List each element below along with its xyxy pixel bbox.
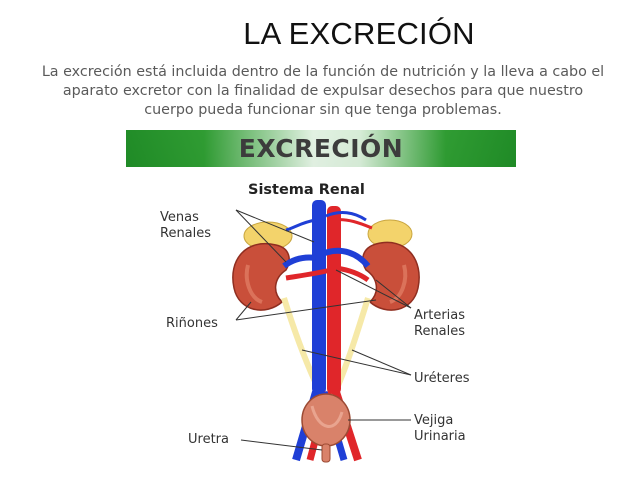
bladder-shading	[310, 405, 344, 428]
aorta	[327, 206, 341, 394]
label-ureteres: Uréteres	[414, 371, 470, 386]
diagram-subtitle: Sistema Renal	[248, 182, 365, 198]
pointer-ureteres-1	[351, 349, 412, 376]
renal-system-illustration	[232, 200, 420, 463]
label-venas-renales-line2: Renales	[160, 226, 212, 241]
excretion-figure: EXCRECIÓN Sistema Renal	[126, 130, 516, 470]
urethra	[321, 443, 331, 463]
pointer-venas-2	[235, 209, 287, 263]
left-renal-vein	[282, 254, 317, 269]
slide-body-text: La excreción está incluida dentro de la …	[41, 64, 605, 118]
figure-banner: EXCRECIÓN	[126, 130, 516, 167]
pointer-ureteres-2	[301, 349, 412, 376]
slide-title: LA EXCRECIÓN	[243, 16, 475, 51]
pointer-rinones-2	[235, 299, 377, 321]
right-kidney-highlight	[389, 264, 408, 304]
label-arterias-renales-line1: Arterias	[414, 308, 466, 323]
label-venas-renales: Venas Renales	[160, 210, 211, 242]
label-arterias-renales: Arterias Renales	[414, 308, 465, 340]
left-renal-artery	[285, 267, 332, 281]
upper-vessel-right	[333, 218, 373, 230]
label-venas-renales-line1: Venas	[160, 210, 199, 225]
upper-vein-right	[325, 211, 367, 222]
label-pointers	[235, 209, 412, 451]
label-vejiga-urinaria: Vejiga Urinaria	[414, 413, 466, 445]
pointer-arterias-2	[375, 279, 412, 309]
label-vejiga-urinaria-line2: Urinaria	[414, 429, 466, 444]
pointer-uretra	[240, 439, 323, 451]
label-uretra: Uretra	[188, 432, 229, 447]
banner-gradient	[126, 130, 516, 167]
pointer-venas-1	[235, 209, 315, 243]
right-renal-vein	[320, 247, 371, 269]
right-renal-artery	[335, 265, 370, 283]
label-vejiga-urinaria-line1: Vejiga	[414, 413, 454, 428]
left-kidney-highlight	[244, 264, 263, 304]
pointer-rinones-1	[235, 301, 252, 321]
label-rinones: Riñones	[166, 316, 218, 331]
urinary-bladder	[301, 393, 351, 447]
label-arterias-renales-line2: Renales	[414, 324, 466, 339]
banner-title: EXCRECIÓN	[238, 134, 404, 163]
vena-cava	[312, 200, 326, 394]
pointer-arterias-1	[335, 269, 412, 309]
upper-vessel-left	[285, 218, 317, 232]
